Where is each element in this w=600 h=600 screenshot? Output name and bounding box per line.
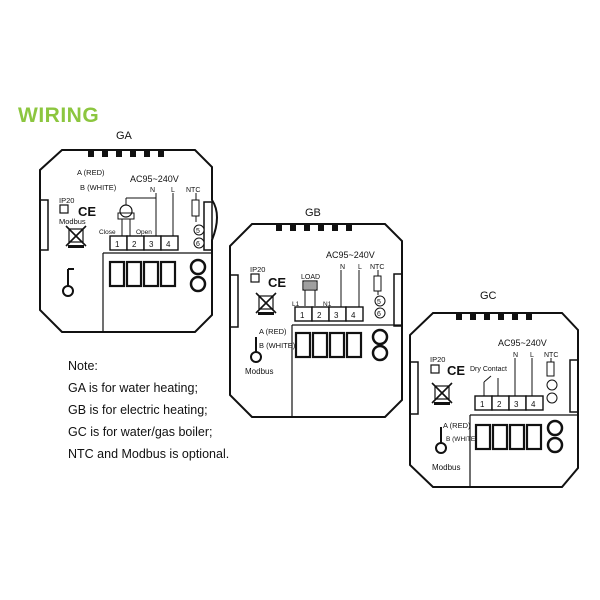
ga-recycle-icon [65, 225, 87, 249]
gc-terminal-2: 2 [497, 400, 502, 409]
gc-dry-contact: Dry Contact [470, 366, 507, 373]
gb-terminal-4: 4 [351, 311, 356, 320]
gb-ntc: NTC [370, 264, 384, 271]
ga-ip20: IP20 [59, 196, 74, 205]
gc-terminal-4: 4 [531, 400, 536, 409]
gc-wire-a: A (RED) [443, 421, 471, 430]
ga-terminal-5: 5 [196, 228, 200, 235]
note-line: GB is for electric heating; [68, 403, 208, 417]
gc-wire-b: B (WHITE) [446, 436, 477, 443]
ga-wire-b: B (WHITE) [80, 183, 117, 192]
ga-ntc: NTC [186, 187, 200, 194]
ga-l: L [171, 187, 175, 194]
gb-l: L [358, 264, 362, 271]
note-line: NTC and Modbus is optional. [68, 447, 230, 461]
gc-n: N [513, 352, 518, 359]
note-heading: Note: [68, 359, 98, 373]
diagram-gc: GC IP20 CE AC95~240V N L NTC Dry Contact… [409, 290, 579, 488]
note-line: GC is for water/gas boiler; [68, 425, 213, 439]
gb-terminal-1: 1 [300, 311, 305, 320]
diagram-ga: GA A (RED) B (WHITE) IP20 CE Modbus AC95… [39, 130, 218, 333]
page-title: WIRING [18, 104, 100, 127]
note-line: GA is for water heating; [68, 381, 198, 395]
ga-terminal-3: 3 [149, 240, 154, 249]
gc-l: L [530, 352, 534, 359]
gb-load-icon [302, 280, 318, 291]
gc-power: AC95~240V [498, 338, 547, 348]
gc-ce: CE [447, 363, 465, 378]
gb-terminal-6: 6 [377, 311, 381, 318]
ga-ce: CE [78, 204, 96, 219]
gb-terminal-3: 3 [334, 311, 339, 320]
ga-ip-box [59, 204, 69, 214]
ga-terminal-4: 4 [166, 240, 171, 249]
gc-terminal-block: 1 2 3 4 [474, 395, 544, 411]
ga-power: AC95~240V [130, 174, 179, 184]
gb-power: AC95~240V [326, 250, 375, 260]
ga-close: Close [99, 229, 116, 236]
gb-ip-box [250, 273, 260, 283]
gc-label: GC [480, 290, 497, 302]
gb-n1: N1 [323, 301, 332, 308]
gc-switch-icon [483, 375, 492, 383]
gc-ip-box [430, 364, 440, 374]
gb-recycle-icon [255, 292, 277, 316]
gc-terminal-3: 3 [514, 400, 519, 409]
gb-label: GB [305, 207, 321, 219]
ga-terminal-block: 1 2 3 4 [109, 235, 179, 251]
ga-modbus: Modbus [59, 217, 86, 226]
gc-terminal-1: 1 [480, 400, 485, 409]
gb-terminal-5: 5 [377, 299, 381, 306]
gb-l1: L1 [292, 301, 300, 308]
gb-n: N [340, 264, 345, 271]
ga-terminal-1: 1 [115, 240, 120, 249]
gb-terminal-2: 2 [317, 311, 322, 320]
ga-label: GA [116, 130, 133, 142]
gb-wire-a: A (RED) [259, 327, 287, 336]
note-block: Note: GA is for water heating; GB is for… [68, 355, 229, 465]
gc-ntc: NTC [544, 352, 558, 359]
ga-terminal-2: 2 [132, 240, 137, 249]
diagram-gb: GB IP20 CE AC95~240V N L NTC LOAD L1 N1 [229, 207, 403, 418]
gb-terminal-block: 1 2 3 4 [294, 306, 364, 322]
gc-recycle-icon [431, 382, 453, 406]
ga-actuator-icon [119, 204, 133, 218]
gb-wire-b: B (WHITE) [259, 341, 296, 350]
gb-ip20: IP20 [250, 265, 265, 274]
gb-modbus: Modbus [245, 367, 273, 376]
gc-ip20: IP20 [430, 355, 445, 364]
ga-terminal-6: 6 [196, 241, 200, 248]
gb-load: LOAD [301, 274, 320, 281]
ga-n: N [150, 187, 155, 194]
ga-open: Open [136, 229, 152, 236]
gb-ce: CE [268, 275, 286, 290]
gc-modbus: Modbus [432, 463, 460, 472]
ga-connector [108, 260, 177, 288]
gc-connector [474, 423, 543, 451]
gb-connector [294, 331, 363, 359]
ga-wire-a: A (RED) [77, 168, 105, 177]
